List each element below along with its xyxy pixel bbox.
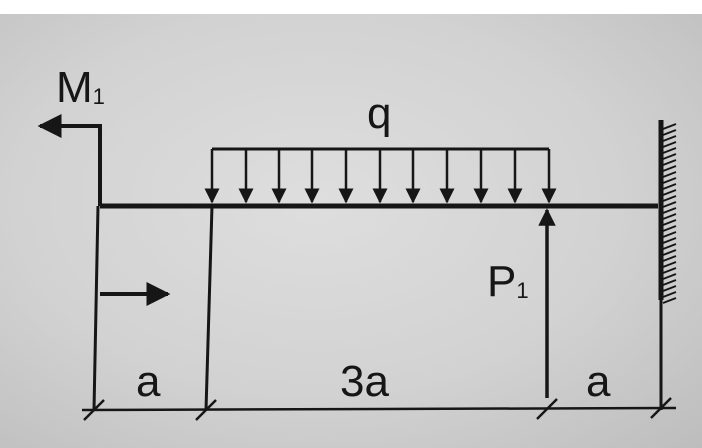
wall-hatch-line xyxy=(662,213,677,220)
wall-hatch-line xyxy=(662,261,677,268)
wall-hatch-line xyxy=(662,123,677,130)
wall-hatch-line xyxy=(662,135,677,142)
dimension-line xyxy=(81,397,677,421)
wall-hatch-line xyxy=(662,189,677,196)
wall-hatch-line xyxy=(662,153,677,160)
force-label: P1 xyxy=(487,260,529,304)
wall-hatch-line xyxy=(662,183,677,190)
wall-hatch-line xyxy=(662,195,677,202)
dimension-label-middle: 3a xyxy=(340,357,389,406)
wall-hatch-line xyxy=(662,159,677,166)
wall-hatch-line xyxy=(662,177,677,184)
top-margin xyxy=(0,0,702,14)
moment-m1-symbol xyxy=(37,114,102,206)
dimension-label-left: a xyxy=(136,357,161,406)
wall-hatch-line xyxy=(662,231,677,238)
wall-hatch-line xyxy=(662,207,677,214)
wall-hatch-line xyxy=(662,297,677,304)
extension-lines xyxy=(92,205,663,411)
wall-hatch-line xyxy=(662,147,677,154)
wall-hatch-line xyxy=(662,255,677,262)
wall-hatch-line xyxy=(662,249,677,256)
force-label-main: P xyxy=(487,257,517,306)
wall-hatch-line xyxy=(662,291,677,298)
load-label: q xyxy=(367,89,392,138)
dimension-label-right: a xyxy=(586,357,611,406)
wall-hatch-line xyxy=(662,285,677,292)
moment-label: M1 xyxy=(56,66,105,110)
distributed-load-q xyxy=(204,147,557,204)
wall-hatch-line xyxy=(662,279,677,286)
wall-hatch-line xyxy=(662,171,677,178)
wall-hatch-line xyxy=(662,243,677,250)
wall-hatch-line xyxy=(662,273,677,280)
wall-hatch-line xyxy=(662,225,677,232)
wall-hatch-line xyxy=(662,165,677,172)
fixed-support xyxy=(658,120,677,304)
wall-hatch-line xyxy=(662,237,677,244)
moment-label-sub: 1 xyxy=(92,84,105,109)
wall-hatch-line xyxy=(662,219,677,226)
force-label-sub: 1 xyxy=(516,278,529,303)
wall-hatch-line xyxy=(662,141,677,148)
wall-hatch-line xyxy=(662,267,677,274)
wall-hatch-line xyxy=(662,129,677,136)
moment-label-main: M xyxy=(56,63,93,112)
wall-hatch-line xyxy=(662,201,677,208)
